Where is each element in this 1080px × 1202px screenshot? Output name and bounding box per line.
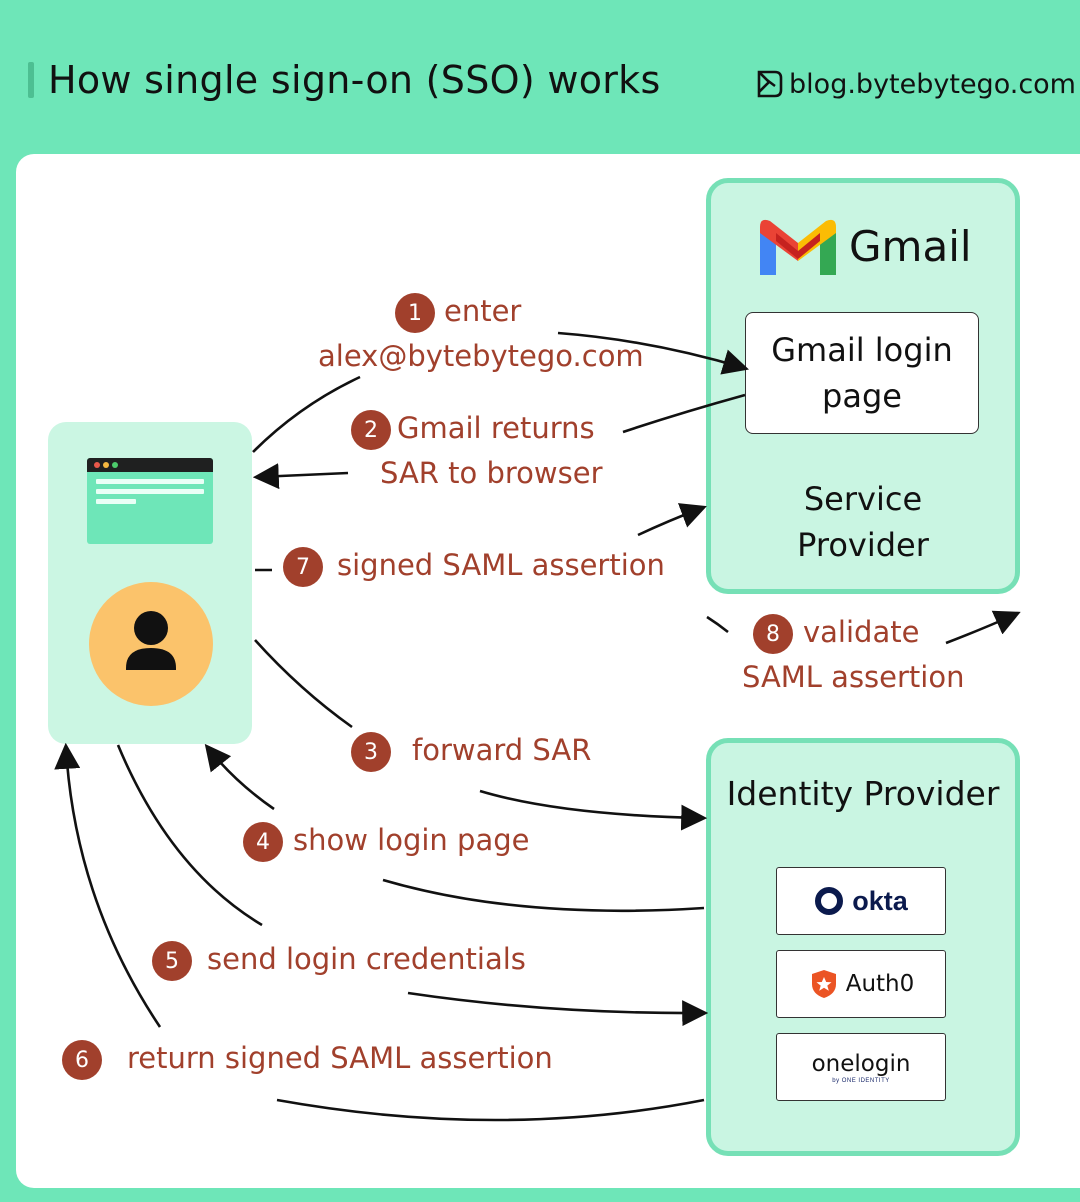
vendor-okta: okta xyxy=(776,867,946,935)
step-7-badge: 7 xyxy=(283,547,323,587)
arrow-step-3-a xyxy=(254,639,353,729)
arrow-step-6-b xyxy=(54,742,162,1028)
step-7-label: signed SAML assertion xyxy=(337,548,665,582)
onelogin-sub: by ONE IDENTITY xyxy=(832,1077,890,1084)
step-4-label: show login page xyxy=(293,823,530,857)
step-1-badge: 1 xyxy=(395,293,435,333)
arrow-step-8-a xyxy=(706,615,729,634)
step-8-label: validate xyxy=(803,615,920,649)
arrow-step-5-a xyxy=(116,744,263,927)
arrow-step-3-b xyxy=(479,789,708,831)
user-icon xyxy=(126,611,176,670)
step-5-label: send login credentials xyxy=(207,942,526,976)
gmail-label: Gmail xyxy=(849,222,972,271)
okta-text: okta xyxy=(852,885,908,916)
avatar xyxy=(89,582,213,706)
step-5-badge: 5 xyxy=(152,941,192,981)
sp-label-line2: Provider xyxy=(797,526,929,564)
step-8-label-2: SAML assertion xyxy=(742,660,965,694)
arrow-step-8-b xyxy=(945,610,1021,645)
gmail-login-page: Gmail login page xyxy=(745,312,979,434)
login-page-line2: page xyxy=(822,377,902,415)
identity-provider-label: Identity Provider xyxy=(726,774,1000,813)
step-3-label: forward SAR xyxy=(412,733,592,767)
step-2-label-2: SAR to browser xyxy=(380,456,603,490)
gmail-logo-icon xyxy=(760,219,836,275)
arrow-step-1-b xyxy=(557,331,749,375)
step-4-badge: 4 xyxy=(243,822,283,862)
arrow-step-5-b xyxy=(407,991,709,1027)
step-6-label: return signed SAML assertion xyxy=(127,1041,553,1075)
sp-label-line1: Service xyxy=(803,480,923,518)
vendor-auth0: Auth0 xyxy=(776,950,946,1018)
step-2-badge: 2 xyxy=(351,410,391,450)
auth0-text: Auth0 xyxy=(845,971,915,997)
step-1-label: enter xyxy=(444,294,522,328)
step-6-badge: 6 xyxy=(62,1040,102,1080)
service-provider-label: Service Provider xyxy=(706,476,1020,568)
login-page-line1: Gmail login xyxy=(771,331,953,369)
auth0-logo-icon xyxy=(811,970,836,998)
okta-logo-icon xyxy=(815,887,844,915)
arrow-step-1-a xyxy=(252,375,361,453)
arrow-step-7-b xyxy=(637,503,707,537)
arrow-step-2-b xyxy=(252,463,349,490)
step-1-email: alex@bytebytego.com xyxy=(318,339,644,373)
brand-link[interactable]: blog.bytebytego.com xyxy=(755,68,1076,100)
step-3-badge: 3 xyxy=(351,732,391,772)
title-accent-bar xyxy=(28,62,34,98)
page-title: How single sign-on (SSO) works xyxy=(48,58,661,102)
arrow-step-4-a xyxy=(382,878,705,913)
arrow-step-2-a xyxy=(622,393,746,434)
arrow-step-4-b xyxy=(204,743,275,811)
bytebytego-logo-icon xyxy=(757,70,783,98)
browser-window-icon xyxy=(87,458,213,544)
step-8-badge: 8 xyxy=(753,614,793,654)
arrow-step-6-a xyxy=(276,1098,705,1122)
brand-text: blog.bytebytego.com xyxy=(789,68,1076,100)
vendor-onelogin: onelogin by ONE IDENTITY xyxy=(776,1033,946,1101)
onelogin-text: onelogin xyxy=(811,1050,911,1077)
step-2-label: Gmail returns xyxy=(397,411,595,445)
